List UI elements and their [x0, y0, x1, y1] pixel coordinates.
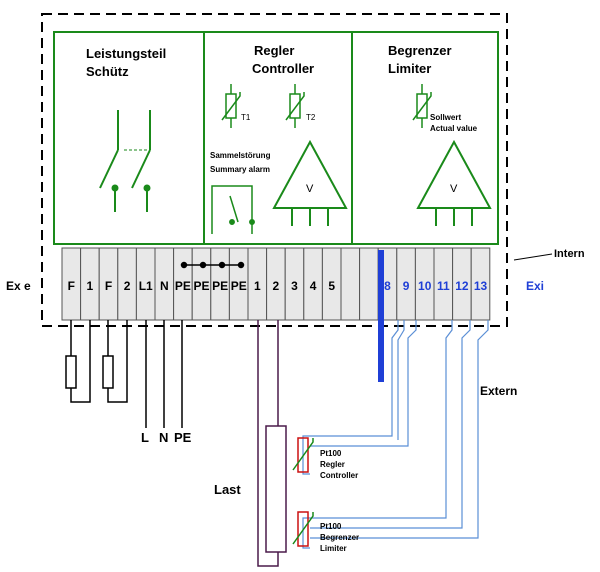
load-wiring — [257, 320, 287, 567]
pt100-limiter-3: Limiter — [320, 544, 347, 553]
terminal-label: 2 — [124, 279, 131, 293]
t1-resistor-icon — [221, 84, 241, 128]
controller-amplifier-v: V — [306, 183, 314, 195]
alarm-contact-icon — [211, 185, 255, 234]
t2-resistor-icon — [285, 84, 305, 128]
setpoint-resistor-icon — [412, 84, 432, 128]
terminal-label: 5 — [328, 279, 335, 293]
terminal-label: L1 — [139, 279, 153, 293]
pt100-controller-2: Regler — [320, 460, 345, 469]
pt100-limiter-1: Pt100 — [320, 522, 342, 531]
supply-pe: PE — [174, 430, 192, 445]
t2-label: T2 — [306, 113, 316, 122]
power-title-2: Schütz — [86, 64, 129, 79]
alarm-label-2: Summary alarm — [210, 165, 270, 174]
alarm-label-1: Sammelstörung — [210, 151, 271, 160]
ex-e-label: Ex e — [6, 279, 31, 293]
terminal-label: 2 — [273, 279, 280, 293]
exi-label: Exi — [526, 279, 544, 293]
terminal-label: PE — [175, 279, 191, 293]
terminal-label: F — [105, 279, 112, 293]
terminal-label: N — [160, 279, 169, 293]
limiter-amplifier-icon — [416, 139, 492, 226]
power-title-1: Leistungsteil — [86, 46, 166, 61]
terminal-block — [340, 247, 361, 321]
terminal-block — [359, 247, 379, 321]
limiter-amplifier-v: V — [450, 183, 458, 195]
terminal-label: 4 — [310, 279, 317, 293]
extern-label: Extern — [480, 384, 517, 398]
pt100-limiter-2: Begrenzer — [320, 533, 359, 542]
pt100-controller-icon — [292, 437, 314, 473]
load-label: Last — [214, 482, 241, 497]
terminal-block — [470, 247, 491, 321]
pt100-controller-1: Pt100 — [320, 449, 342, 458]
supply-wiring — [65, 320, 183, 428]
regler-title-2: Controller — [252, 61, 314, 76]
terminal-label: PE — [231, 279, 247, 293]
pt100-controller-3: Controller — [320, 471, 358, 480]
contactor-contacts-icon — [99, 110, 151, 212]
terminal-label: 13 — [474, 279, 488, 293]
limiter-title-2: Limiter — [388, 61, 431, 76]
module-limiter: Begrenzer Limiter Sollwert Actual value … — [351, 31, 499, 245]
module-power: Leistungsteil Schütz — [53, 31, 205, 245]
limiter-title-1: Begrenzer — [388, 43, 452, 58]
regler-title-1: Regler — [254, 43, 294, 58]
terminal-label: 12 — [455, 279, 469, 293]
terminal-label: 1 — [87, 279, 94, 293]
setpoint-label-1: Sollwert — [430, 113, 461, 122]
terminal-label: 3 — [291, 279, 298, 293]
controller-amplifier-icon — [272, 139, 348, 226]
sensor-wiring — [302, 320, 489, 549]
module-regler: Regler Controller T1 T2 Sammelstörung Su… — [203, 31, 353, 245]
enclosure-outline — [41, 13, 508, 327]
terminal-label: 9 — [403, 279, 410, 293]
terminal-label: PE — [193, 279, 209, 293]
terminal-label: 10 — [418, 279, 432, 293]
terminal-label: PE — [212, 279, 228, 293]
terminal-label: 8 — [384, 279, 391, 293]
supply-l: L — [141, 430, 149, 445]
t1-label: T1 — [241, 113, 251, 122]
terminal-label: 11 — [437, 279, 450, 293]
terminal-label: F — [68, 279, 75, 293]
pt100-limiter-icon — [292, 511, 314, 547]
pe-bridge — [180, 261, 245, 269]
ex-separation-bar — [378, 250, 384, 382]
terminal-label: 1 — [254, 279, 261, 293]
intern-label: Intern — [554, 248, 585, 260]
supply-n: N — [159, 430, 168, 445]
setpoint-label-2: Actual value — [430, 124, 478, 133]
